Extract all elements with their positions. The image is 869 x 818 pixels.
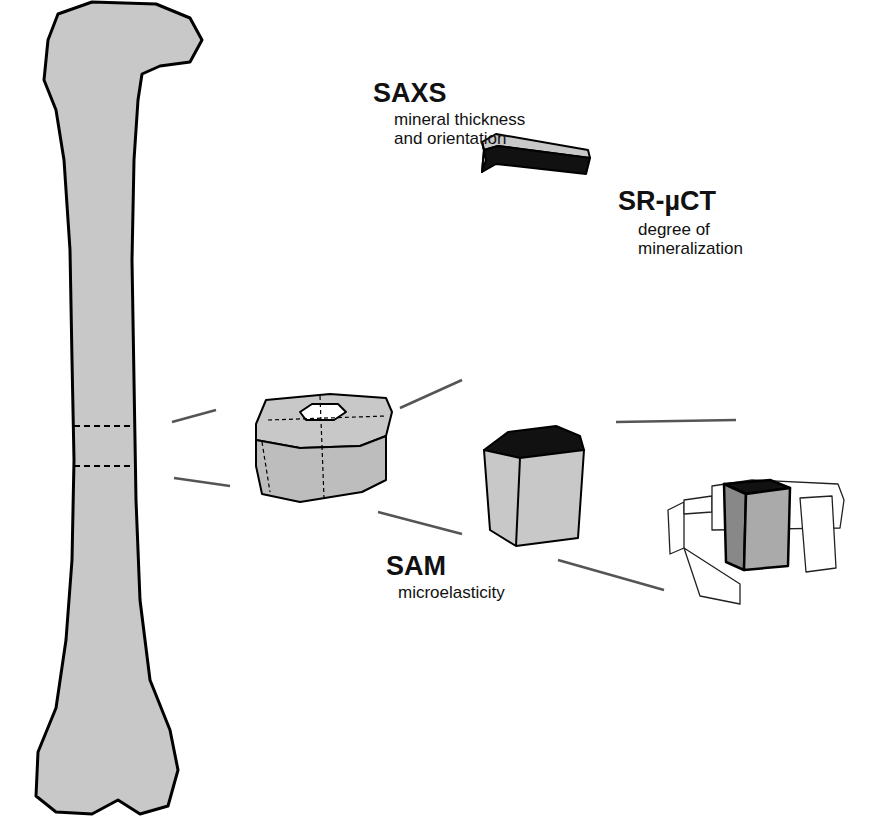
method-title: SAXS [373,78,447,108]
cross-section-slab [256,394,392,502]
sr-uct-samples [668,480,844,604]
method-caption: mineral thickness and orientation [394,110,544,148]
method-caption: microelasticity [398,583,505,602]
method-title: SR-µCT [618,186,716,216]
method-title: SAM [386,551,446,581]
sam-sample [484,426,584,546]
sr-uct-active-block [724,480,790,570]
femur-outline [36,2,202,814]
method-caption: degree of mineralization [638,220,762,258]
